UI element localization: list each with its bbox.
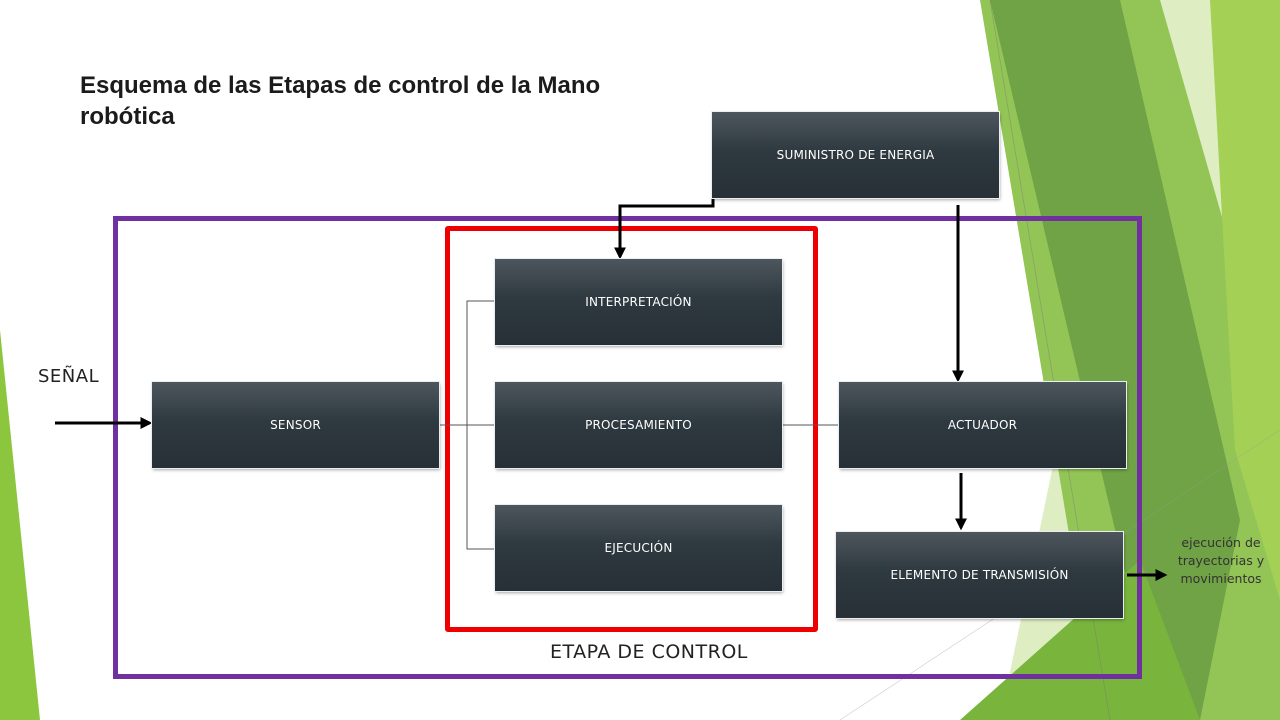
diagram-title: Esquema de las Etapas de control de la M… bbox=[80, 72, 601, 130]
block-execution[interactable]: EJECUCIÓN bbox=[495, 505, 782, 591]
branch-bracket-line bbox=[466, 300, 495, 550]
block-sensor[interactable]: SENSOR bbox=[152, 382, 439, 468]
control-stage-frame bbox=[113, 216, 1142, 679]
block-transmission-element[interactable]: ELEMENTO DE TRANSMISIÓN bbox=[836, 532, 1123, 618]
processing-group-frame bbox=[445, 226, 818, 632]
block-interpretation[interactable]: INTERPRETACIÓN bbox=[495, 259, 782, 345]
deco-triangle-left bbox=[0, 330, 40, 720]
control-stage-label: ETAPA DE CONTROL bbox=[550, 641, 748, 663]
signal-label: SEÑAL bbox=[38, 366, 100, 387]
block-actuator[interactable]: ACTUADOR bbox=[839, 382, 1126, 468]
output-description-label: ejecución de trayectorias y movimientos bbox=[1177, 535, 1265, 586]
block-processing[interactable]: PROCESAMIENTO bbox=[495, 382, 782, 468]
energy-to-interpretation-arrow bbox=[614, 155, 715, 260]
deco-band-dark bbox=[990, 0, 1240, 720]
block-energy-supply[interactable]: SUMINISTRO DE ENERGIA bbox=[712, 112, 999, 198]
deco-band-bright bbox=[1210, 0, 1280, 600]
